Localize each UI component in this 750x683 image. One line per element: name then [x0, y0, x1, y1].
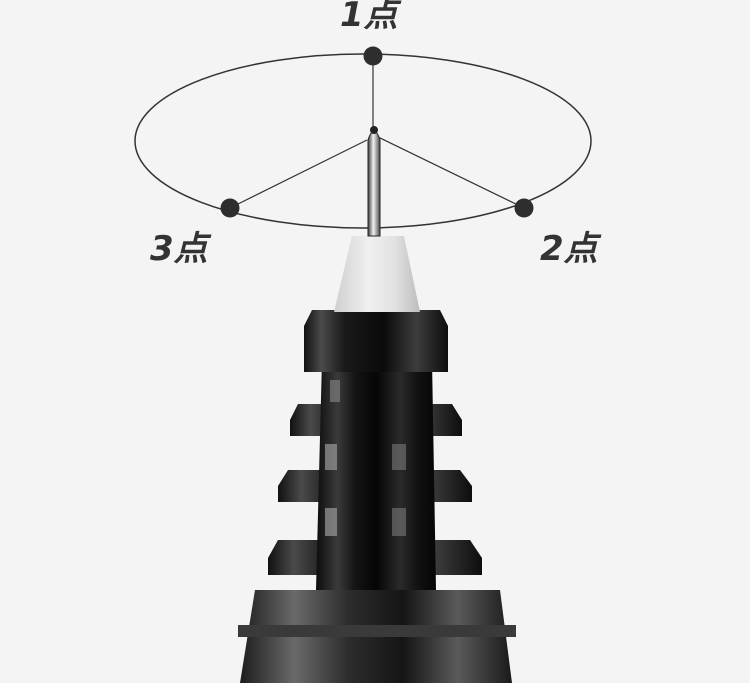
fin-highlight-4: [392, 444, 406, 470]
guide-line-3: [229, 139, 368, 209]
point-3-label: 3点: [150, 229, 208, 269]
barrel-band: [238, 625, 516, 637]
point-2-label: 2点: [540, 229, 598, 269]
guide-line-2: [377, 136, 525, 209]
point-1-label: 1点: [340, 0, 398, 35]
point-2-marker: [514, 198, 534, 218]
point-3-marker: [220, 198, 240, 218]
needle-tip: [367, 130, 381, 237]
fin-highlight-5: [330, 380, 340, 402]
cone-tip: [334, 236, 420, 312]
top-collar: [304, 310, 448, 372]
point-1-marker: [363, 46, 383, 66]
contact-ellipse: [134, 53, 592, 229]
fin-highlight-3: [392, 508, 406, 536]
fin-highlight-1: [325, 444, 337, 470]
fin-highlight-2: [325, 508, 337, 536]
needle-ball: [370, 126, 378, 134]
